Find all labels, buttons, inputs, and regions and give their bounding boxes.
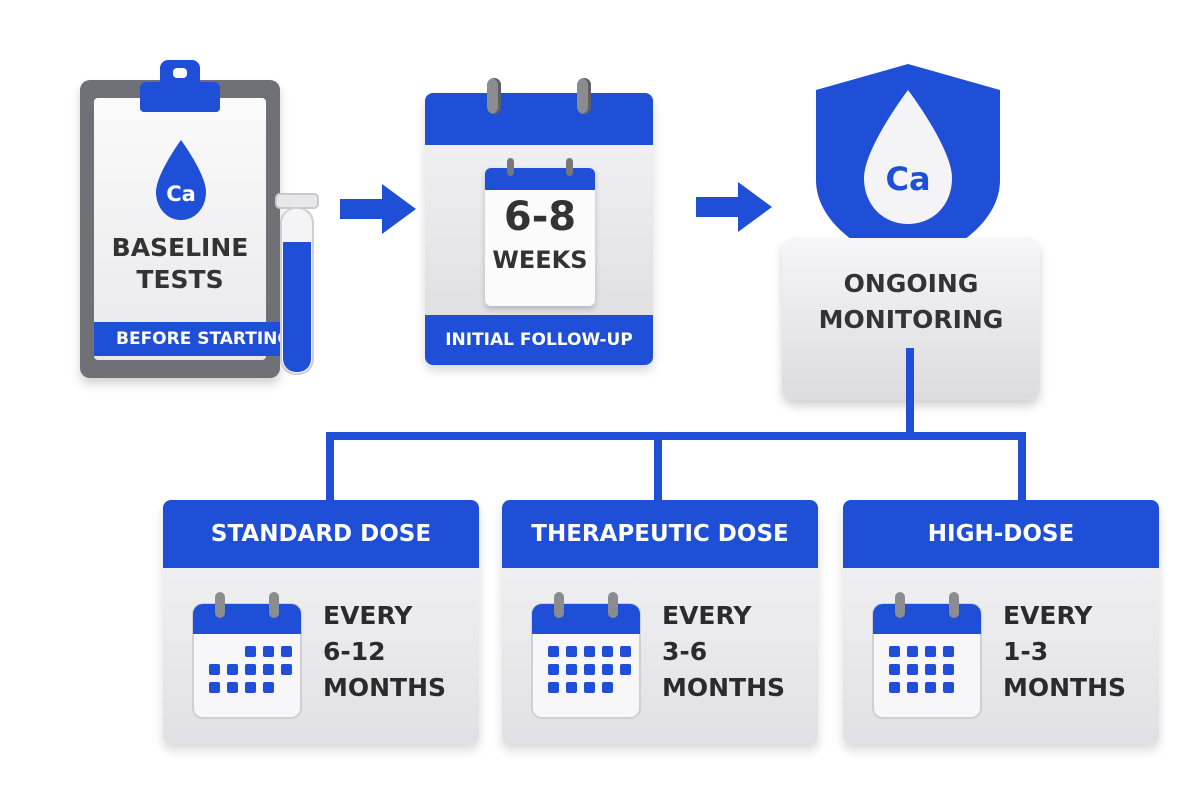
dose-card-title: HIGH-DOSE	[843, 500, 1159, 568]
test-tube-icon	[275, 193, 319, 375]
calcium-symbol: Ca	[885, 160, 930, 198]
dose-card-title: THERAPEUTIC DOSE	[502, 500, 818, 568]
connector-therapeutic	[654, 432, 662, 504]
baseline-title: BASELINE TESTS	[111, 233, 249, 294]
calendar-icon	[872, 592, 982, 719]
connector-high	[1018, 432, 1026, 504]
shield-icon: Ca	[816, 64, 1000, 266]
dose-card-therapeutic: THERAPEUTIC DOSE EVERY 3-6 MONTHS	[502, 500, 818, 744]
baseline-band: BEFORE STARTING	[94, 322, 291, 356]
arrow-right-icon	[696, 182, 772, 232]
follow-up-unit: WEEKS	[492, 246, 588, 274]
dose-card-standard: STANDARD DOSE EVERY 6-12 MONTHS	[163, 500, 479, 744]
connector-standard	[326, 432, 334, 504]
calendar-icon	[531, 592, 641, 719]
ongoing-monitoring: Ca ONGOING MONITORING	[780, 60, 1060, 400]
monitoring-title: ONGOING MONITORING	[818, 269, 1004, 334]
dose-card-title: STANDARD DOSE	[163, 500, 479, 568]
calcium-symbol: Ca	[166, 182, 196, 206]
calendar-icon	[192, 592, 302, 719]
baseline-tests-clipboard: Ca BASELINE TESTS BEFORE STARTING	[80, 60, 310, 380]
dose-interval: EVERY 6-12 MONTHS	[323, 601, 447, 702]
connector-bar	[326, 432, 1026, 440]
dose-card-high: HIGH-DOSE EVERY 1-3 MONTHS	[843, 500, 1159, 744]
calcium-drop-icon: Ca	[156, 140, 206, 220]
follow-up-band: INITIAL FOLLOW-UP	[425, 315, 653, 365]
arrow-right-icon	[340, 184, 416, 234]
mini-calendar-page	[485, 168, 595, 306]
follow-up-number: 6-8	[503, 194, 577, 240]
initial-follow-up-calendar: 6-8 WEEKS INITIAL FOLLOW-UP	[425, 78, 655, 368]
connector-stem	[906, 348, 914, 438]
dose-interval: EVERY 3-6 MONTHS	[662, 601, 786, 702]
calcium-drop-icon	[864, 90, 952, 224]
dose-interval: EVERY 1-3 MONTHS	[1003, 601, 1127, 702]
